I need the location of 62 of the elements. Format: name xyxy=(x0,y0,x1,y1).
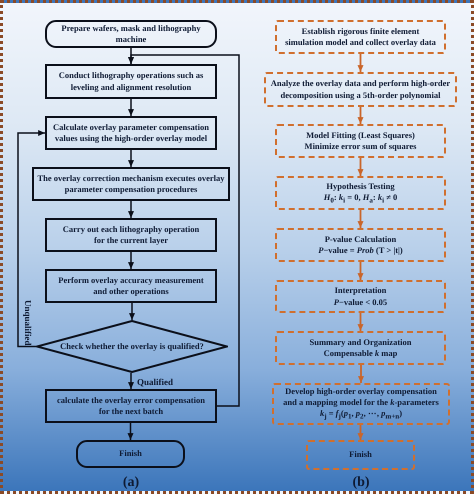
flow-arrow xyxy=(358,54,364,72)
step-detail: P−value = Prob (T > |t|) xyxy=(318,245,403,256)
terminal-box xyxy=(45,20,217,48)
process-box xyxy=(45,218,217,252)
flow-arrow xyxy=(358,313,364,331)
step-text: Conduct lithography operations such as leveling and alignment resolution xyxy=(58,70,204,93)
terminal-box xyxy=(76,440,185,468)
flow-arrow xyxy=(129,303,135,320)
step-text: The overlay correction mechanism executes overlay parameter compensation procedures xyxy=(37,172,225,196)
step-title: Hypothesis Testing xyxy=(326,180,395,192)
flow-arrow xyxy=(128,373,134,389)
flow-arrow xyxy=(358,365,364,383)
step-text: Carry out each lithography operation for the current layer xyxy=(62,224,200,246)
dashed-process-box xyxy=(275,176,446,210)
step-text: Prepare wafers, mask and lithography machine xyxy=(60,22,202,46)
step-text: Calculate overlay parameter compensation values using the high-order overlay model xyxy=(52,122,210,144)
flow-arrow xyxy=(358,262,364,280)
step-detail: Compensable k map xyxy=(324,348,398,360)
dashed-process-box xyxy=(275,124,446,158)
step-text: calculate the overlay error compensation for the next batch xyxy=(56,394,206,418)
dashed-process-box xyxy=(275,20,446,54)
dashed-process-box xyxy=(275,228,446,262)
process-box xyxy=(45,389,217,423)
dashed-process-box xyxy=(272,383,450,425)
decision-text: Check whether the overlay is qualified? xyxy=(60,340,204,352)
process-box xyxy=(45,116,217,150)
step-text: Finish xyxy=(349,449,372,461)
flow-arrow xyxy=(128,99,134,116)
step-title: Interpretation xyxy=(334,285,386,296)
process-box xyxy=(32,167,230,201)
step-detail: P−value < 0.05 xyxy=(334,296,388,308)
flow-arrow xyxy=(128,150,134,167)
step-title: Summary and Organization xyxy=(309,336,412,348)
step-text: Finish xyxy=(119,448,142,460)
edge-label: Unqualified xyxy=(22,300,33,346)
flow-arrow xyxy=(17,130,45,348)
panel-label: (b) xyxy=(352,475,370,491)
flow-arrow xyxy=(358,107,364,124)
flow-arrow xyxy=(358,210,364,228)
edge-label: Qualified xyxy=(137,377,174,388)
flow-arrow xyxy=(358,158,364,176)
step-title: Model Fitting (Least Squares) xyxy=(306,130,415,141)
flow-arrow xyxy=(128,201,134,218)
step-detail: H$_{0}$: k$_{i}$ = 0, H$_{a}$: k$_{i}$ ≠ 0 xyxy=(324,192,398,206)
flow-arrow xyxy=(128,252,134,269)
flow-arrow xyxy=(128,423,134,440)
step-text: Analyze the overlay data and perform high-order decomposition using a 5th-order polynomial xyxy=(270,78,452,101)
step-detail: Minimize error sum of squares xyxy=(304,141,416,152)
decision-diamond xyxy=(36,320,228,373)
step-title: P-value Calculation xyxy=(324,234,396,245)
dashed-process-box xyxy=(264,72,457,107)
step-detail: k$_{j}$ = f$_{j}$(p$_{1}$, p$_{2}$, ⋯, p$_{m+n}$) xyxy=(320,408,402,422)
process-box xyxy=(45,269,217,303)
flow-arrow xyxy=(128,54,240,407)
flow-arrow xyxy=(358,425,364,440)
step-text: Establish rigorous finite element simulation model and collect overlay data xyxy=(284,26,437,48)
panel-label: (a) xyxy=(122,475,140,491)
dashed-process-box xyxy=(275,280,446,313)
step-text: Perform overlay accuracy measurement and other operations xyxy=(57,274,205,298)
dashed-process-box xyxy=(275,331,446,365)
dashed-process-box xyxy=(306,440,415,470)
process-box xyxy=(45,64,217,99)
